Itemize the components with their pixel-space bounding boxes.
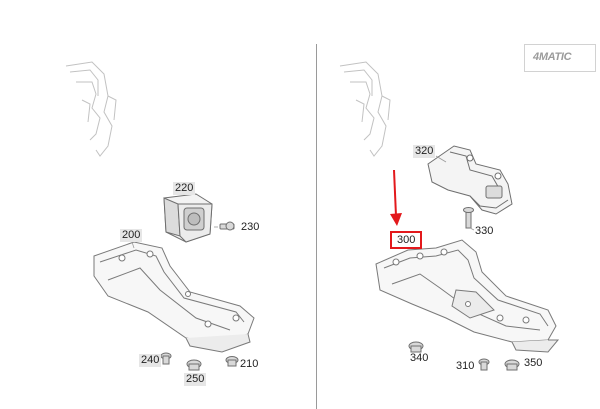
left-fastener-210 (225, 356, 239, 367)
part-label-220[interactable]: 220 (173, 182, 196, 195)
left-mount-220 (163, 193, 213, 243)
part-label-350[interactable]: 350 (524, 357, 543, 369)
left-fastener-240 (160, 352, 172, 365)
right-leader-lines (435, 155, 475, 231)
part-label-300-highlighted[interactable]: 300 (390, 231, 423, 249)
right-transmission-outline (339, 61, 391, 157)
part-label-340[interactable]: 340 (410, 352, 429, 364)
right-fastener-310 (478, 358, 490, 371)
logo-4matic: 4MATIC (524, 44, 596, 72)
part-label-320[interactable]: 320 (413, 145, 436, 158)
left-fastener-250 (186, 359, 202, 371)
right-bracket-320 (427, 145, 513, 215)
left-bolt-230 (219, 221, 235, 231)
highlight-arrow (390, 169, 402, 226)
panel-divider (316, 44, 317, 409)
right-bolt-330 (463, 207, 474, 229)
right-fastener-340 (408, 341, 424, 353)
right-crossmember-300 (375, 239, 560, 353)
part-label-250[interactable]: 250 (184, 373, 207, 386)
left-crossmember-200 (93, 241, 255, 353)
left-transmission-outline (65, 61, 117, 157)
part-label-210[interactable]: 210 (240, 358, 259, 370)
part-label-330[interactable]: 330 (475, 225, 494, 237)
logo-text: 4MATIC (533, 51, 572, 63)
part-label-240[interactable]: 240 (139, 354, 162, 367)
part-label-200[interactable]: 200 (120, 229, 143, 242)
part-label-230[interactable]: 230 (241, 221, 260, 233)
left-leader-lines (131, 226, 218, 249)
right-fastener-350 (504, 359, 520, 371)
part-label-310[interactable]: 310 (456, 360, 475, 372)
